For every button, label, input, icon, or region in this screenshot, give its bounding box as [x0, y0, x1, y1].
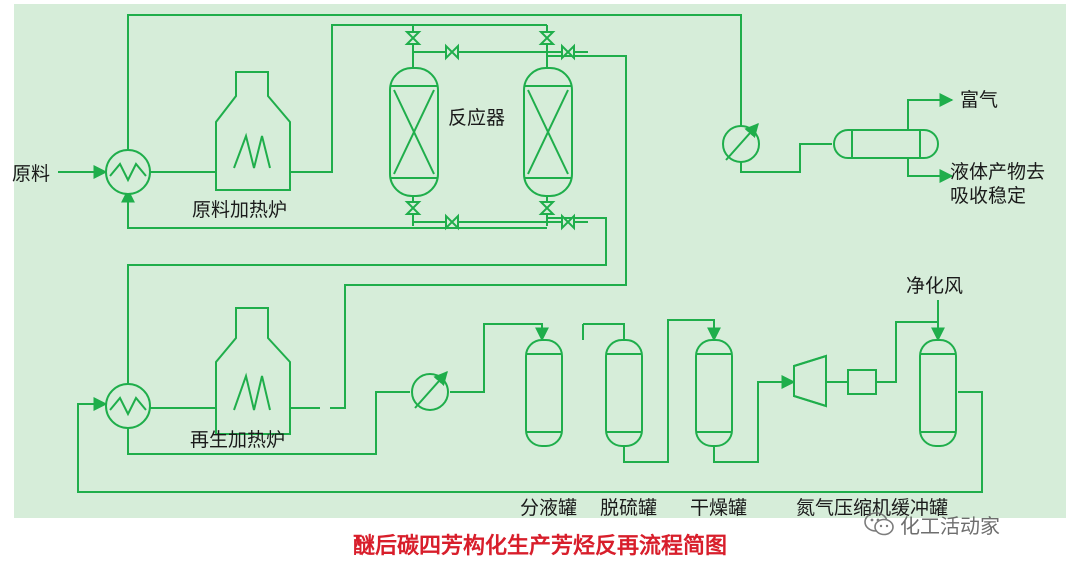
product-separator [833, 129, 939, 159]
heater-to-reactor-line [290, 24, 547, 173]
diagram-caption: 醚后碳四芳构化生产芳烃反再流程简图 [352, 534, 727, 559]
top-loop-line [127, 14, 832, 173]
reactor-label: 反应器 [448, 107, 505, 129]
nitrogen-compressor [793, 354, 827, 408]
rich-gas-label: 富气 [960, 89, 998, 111]
regen-cooler [411, 370, 449, 411]
buffer-tank [919, 339, 957, 447]
dryer-tank [695, 339, 733, 447]
liquid-product-label-1: 液体产物去 [950, 161, 1045, 183]
reactor-1 [389, 67, 439, 197]
liquid-product-label-2: 吸收稳定 [950, 185, 1026, 207]
regen-heat-exchanger [105, 383, 151, 429]
knockout-tank [525, 339, 563, 447]
feed-heater-label: 原料加热炉 [192, 199, 287, 221]
desulfur-tank [605, 339, 643, 447]
reactor-top-headers [330, 25, 627, 409]
regen-heater-label: 再生加热炉 [190, 429, 285, 451]
feed-label: 原料 [12, 163, 50, 185]
feed-heater-furnace [215, 71, 291, 191]
purified-air-label: 净化风 [906, 275, 963, 297]
product-branches [907, 93, 954, 183]
watermark-text: 化工活动家 [900, 513, 1000, 538]
dryer-tank-label: 干燥罐 [690, 497, 747, 519]
feed-heat-exchanger [105, 149, 151, 195]
reactor-2 [523, 67, 573, 197]
watermark: 化工活动家 [864, 508, 1000, 540]
regen-loop-line [127, 323, 549, 455]
regen-heater-furnace [215, 307, 291, 435]
valves [404, 31, 575, 231]
knockout-tank-label: 分液罐 [520, 497, 577, 519]
product-cooler [722, 122, 760, 163]
desulfur-tank-label: 脱硫罐 [600, 497, 657, 519]
wechat-icon [864, 512, 894, 536]
nitrogen-buffer-label: 氮气压缩机缓冲罐 [796, 497, 948, 519]
tank-interconnects [77, 300, 983, 493]
compressor-motor [847, 369, 877, 395]
